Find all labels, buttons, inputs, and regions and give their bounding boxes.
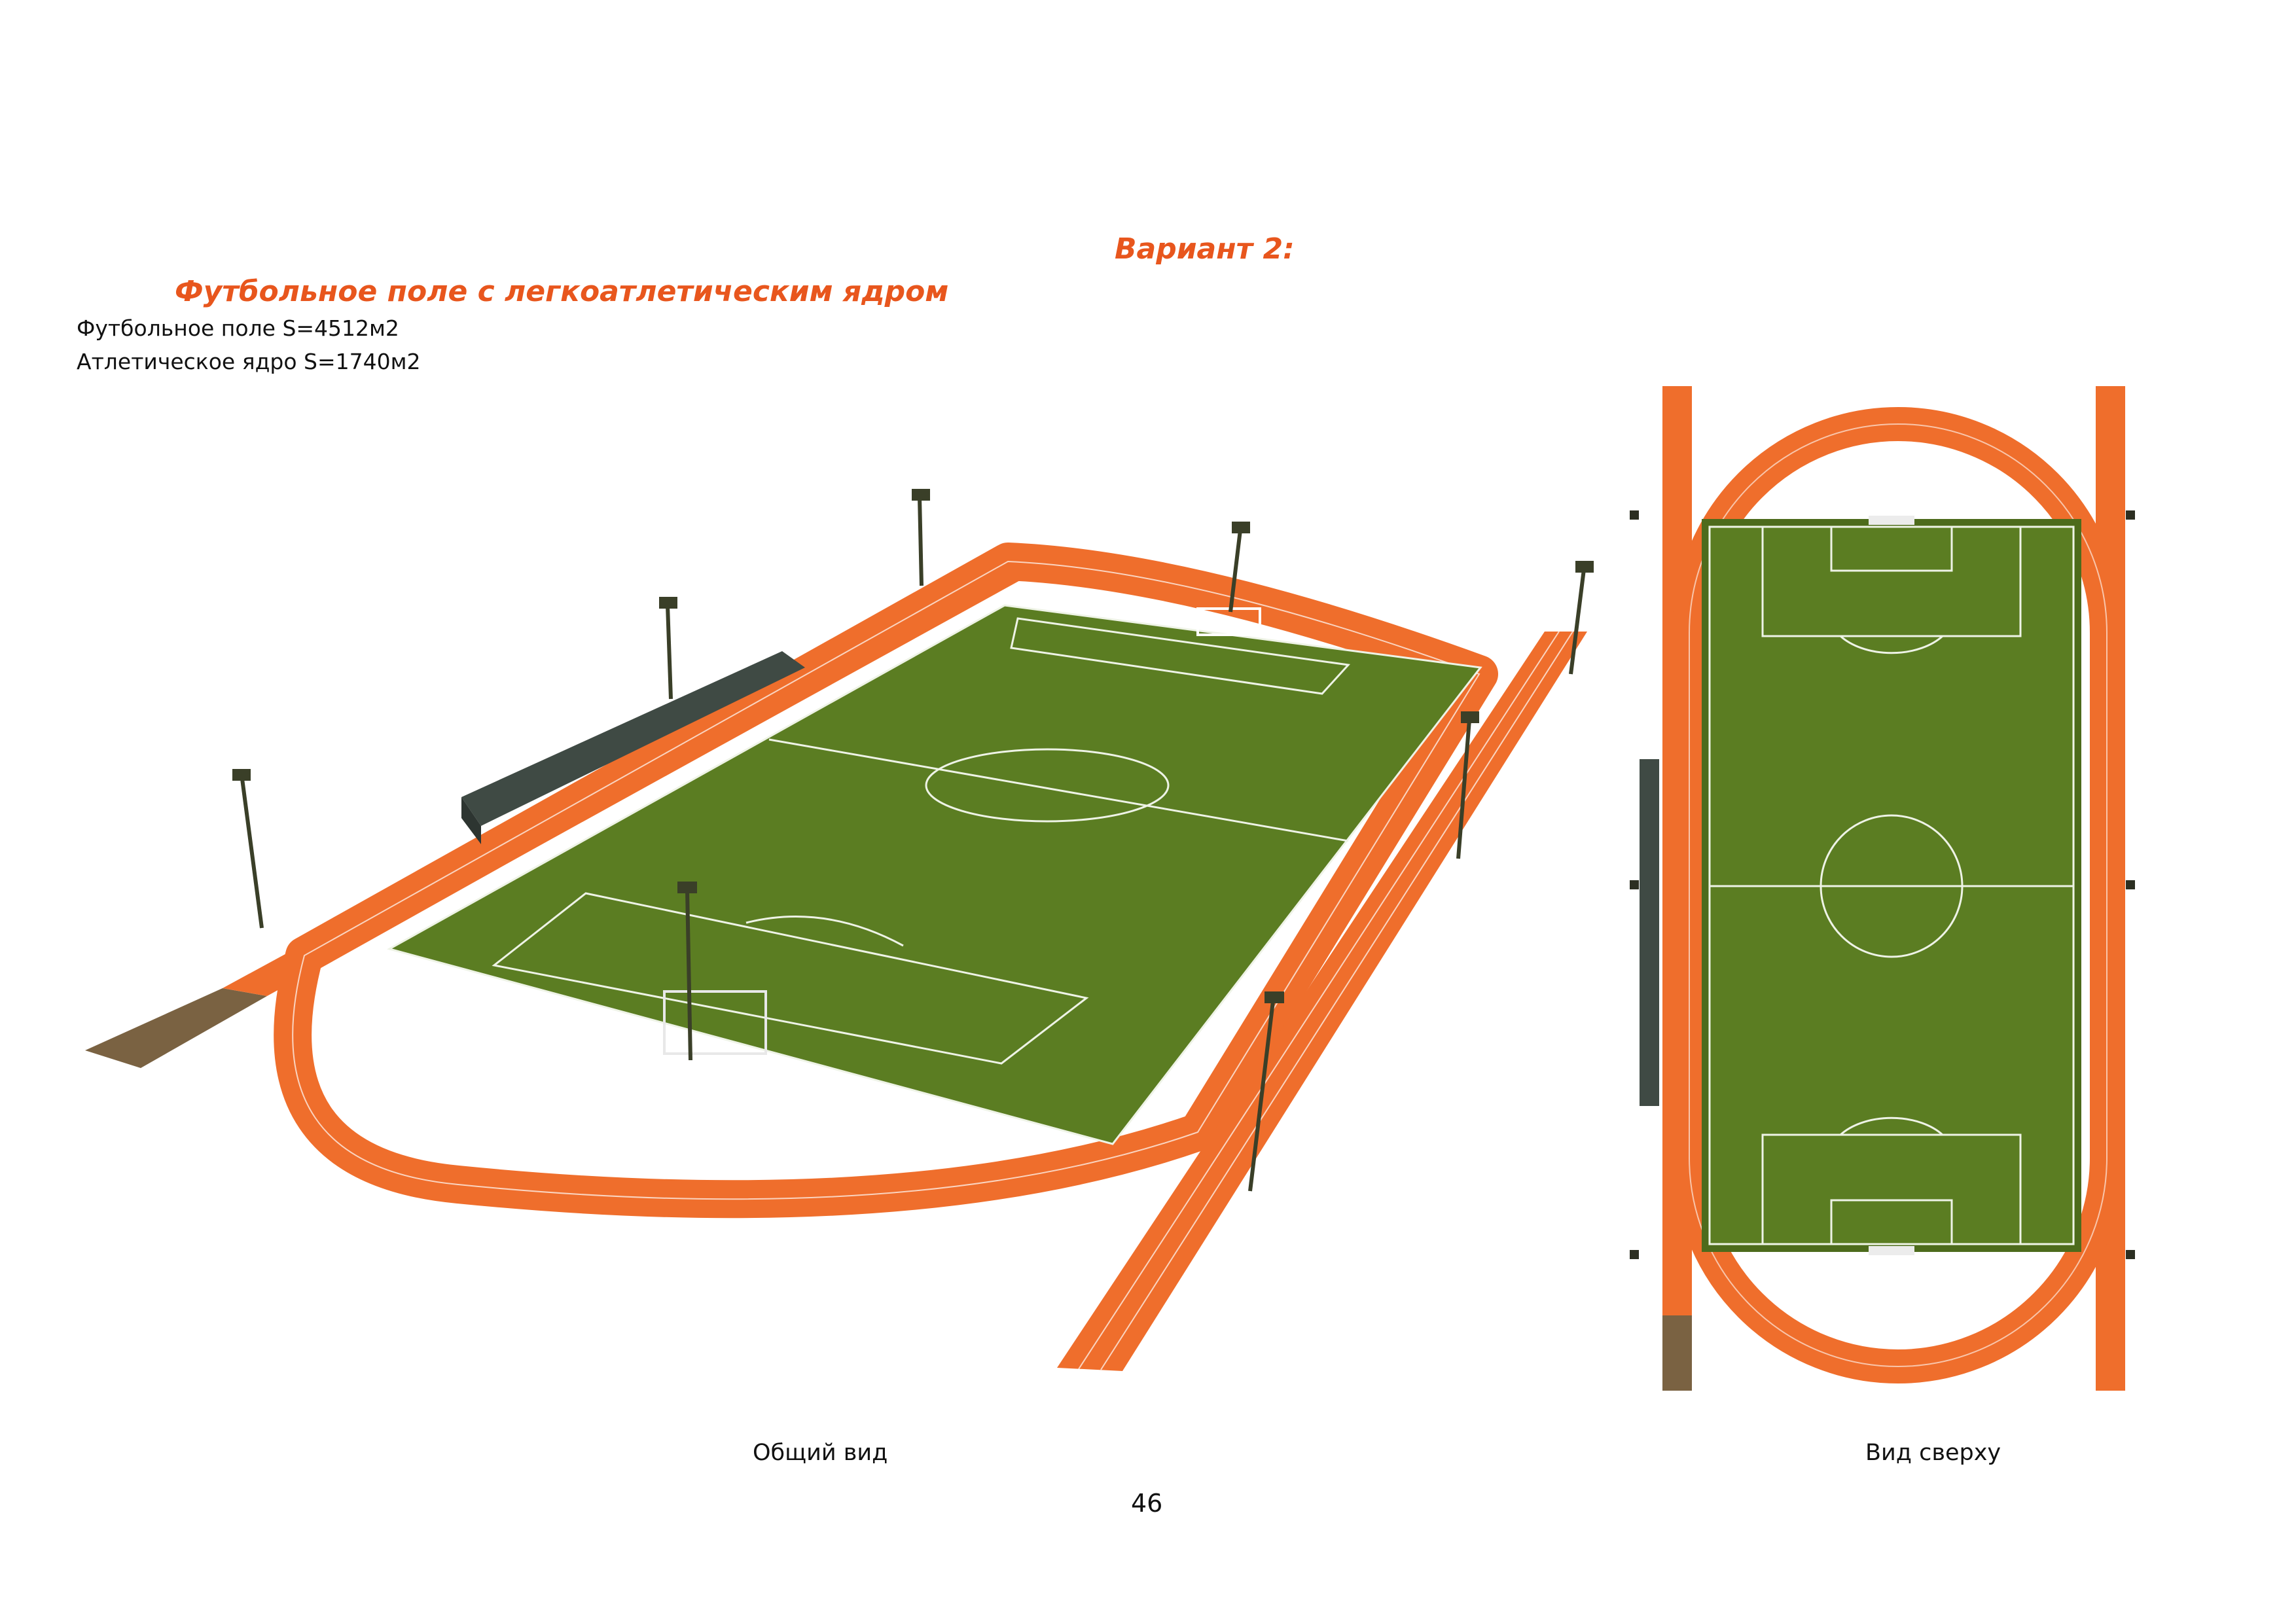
goal-near [663, 990, 767, 1055]
top-view-caption: Вид сверху [1865, 1440, 2001, 1466]
perspective-view-caption: Общий вид [753, 1440, 888, 1466]
floodlights [232, 489, 1594, 1192]
top-goal-north [1869, 516, 1914, 525]
top-floodlights [1630, 510, 2135, 1259]
top-grandstand [1640, 759, 1659, 1106]
grandstand [461, 651, 805, 826]
page-number: 46 [1131, 1489, 1163, 1518]
perspective-view [85, 489, 1594, 1371]
top-view [1630, 386, 2135, 1391]
top-goal-south [1869, 1246, 1914, 1255]
football-field-grass [389, 605, 1480, 1144]
goal-far [1196, 607, 1261, 636]
variant-title: Вариант 2: [1115, 232, 1295, 266]
athletic-core-area: Атлетическое ядро S=1740м2 [77, 349, 421, 374]
sand-pit [85, 988, 267, 1068]
football-field-area: Футбольное поле S=4512м2 [77, 315, 399, 341]
section-title: Футбольное поле с легкоатлетическим ядро… [175, 275, 949, 308]
top-sand-pit [1662, 1315, 1692, 1391]
